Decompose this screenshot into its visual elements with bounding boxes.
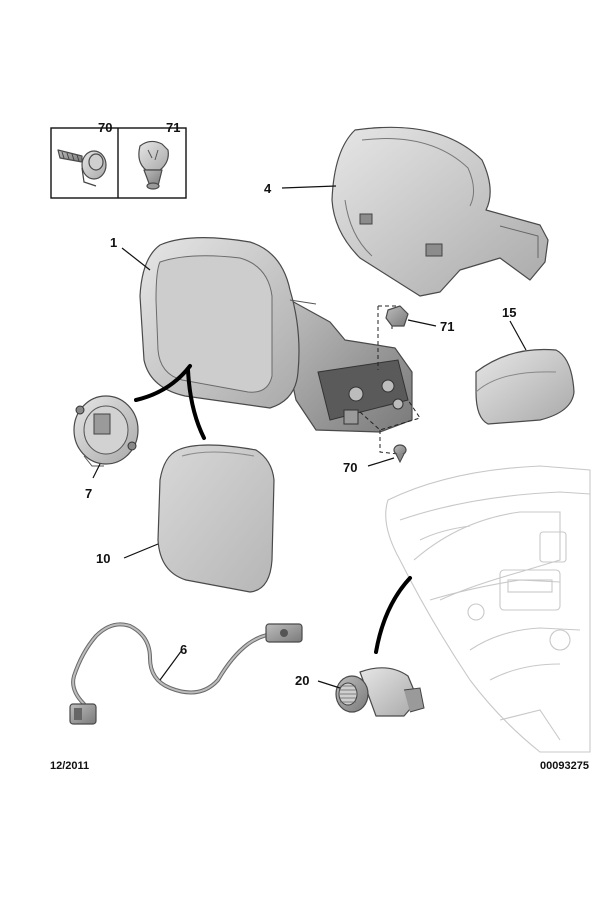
callout-20: 20 bbox=[295, 673, 309, 688]
mirror-motor-drawing bbox=[73, 395, 139, 467]
screw-71-drawing bbox=[385, 305, 409, 327]
end-cap-drawing bbox=[475, 348, 575, 425]
mirror-glass-drawing bbox=[157, 444, 275, 593]
inset-71-label: 71 bbox=[166, 120, 180, 135]
leader-20 bbox=[317, 680, 341, 689]
footer-reference: 00093275 bbox=[540, 760, 589, 772]
footer-date: 12/2011 bbox=[50, 760, 89, 772]
dashboard-ghost-drawing bbox=[385, 465, 591, 753]
callout-15: 15 bbox=[502, 305, 516, 320]
mirror-assembly-drawing bbox=[139, 237, 413, 433]
leader-1 bbox=[121, 247, 151, 271]
clip-70-drawing bbox=[393, 444, 407, 464]
wiring-harness-drawing bbox=[69, 622, 303, 725]
leader-10 bbox=[123, 543, 159, 559]
callout-4: 4 bbox=[264, 181, 272, 196]
inset-70-label: 70 bbox=[98, 120, 112, 135]
callout-1: 1 bbox=[110, 235, 117, 250]
leader-7 bbox=[92, 463, 101, 479]
callout-10: 10 bbox=[96, 551, 110, 566]
switch-connector-line bbox=[374, 576, 412, 654]
leader-15 bbox=[509, 320, 527, 351]
leader-6 bbox=[159, 649, 183, 681]
leader-4 bbox=[281, 185, 337, 189]
fastener-inset: 70 71 bbox=[50, 120, 187, 199]
callout-6: 6 bbox=[180, 642, 187, 657]
leader-70 bbox=[367, 457, 395, 467]
leader-71 bbox=[407, 319, 437, 327]
inset-screw-drawing bbox=[57, 149, 107, 187]
callout-7: 7 bbox=[85, 486, 92, 501]
callout-71: 71 bbox=[440, 319, 454, 334]
glass-connector-line bbox=[186, 368, 206, 440]
inset-clip-drawing bbox=[138, 140, 169, 190]
mirror-cover-drawing bbox=[331, 126, 549, 297]
callout-70: 70 bbox=[343, 460, 357, 475]
adjust-switch-drawing bbox=[335, 667, 425, 717]
fixing-dashed-lines bbox=[359, 305, 421, 455]
